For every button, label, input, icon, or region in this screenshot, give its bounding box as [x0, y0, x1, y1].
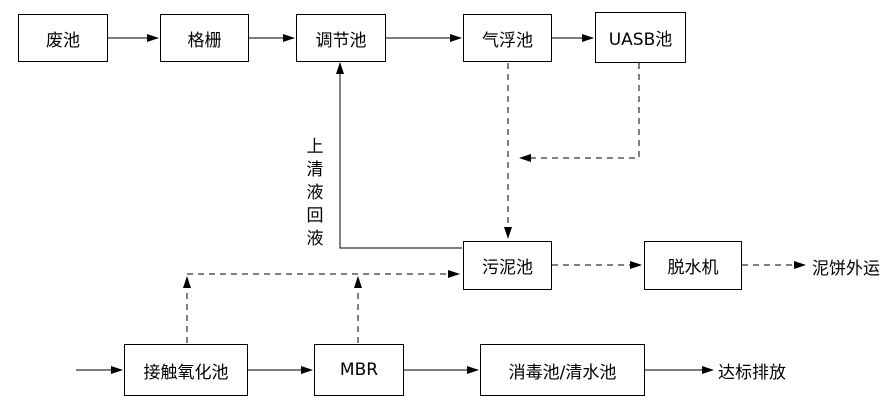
label-sludge-cake-out: 泥饼外运	[812, 259, 880, 279]
node-disinfection-clear-water-tank: 消毒池/清水池	[480, 344, 645, 396]
node-grille: 格栅	[160, 14, 249, 62]
node-sludge-tank: 污泥池	[463, 241, 552, 290]
line-supernatant-return	[336, 62, 462, 249]
node-wastewater-pool: 废池	[18, 14, 108, 62]
node-regulating-tank: 调节池	[296, 14, 386, 62]
label-discharge: 达标排放	[718, 363, 786, 383]
node-air-flotation-tank: 气浮池	[463, 14, 552, 62]
node-dewatering-machine: 脱水机	[644, 241, 742, 290]
node-mbr: MBR	[314, 344, 404, 396]
label-supernatant-return: 上清液回液	[306, 137, 324, 249]
node-uasb-tank: UASB池	[595, 12, 686, 63]
node-contact-oxidation-tank: 接触氧化池	[124, 344, 248, 396]
dashed-uasb-to-junction	[519, 63, 640, 162]
